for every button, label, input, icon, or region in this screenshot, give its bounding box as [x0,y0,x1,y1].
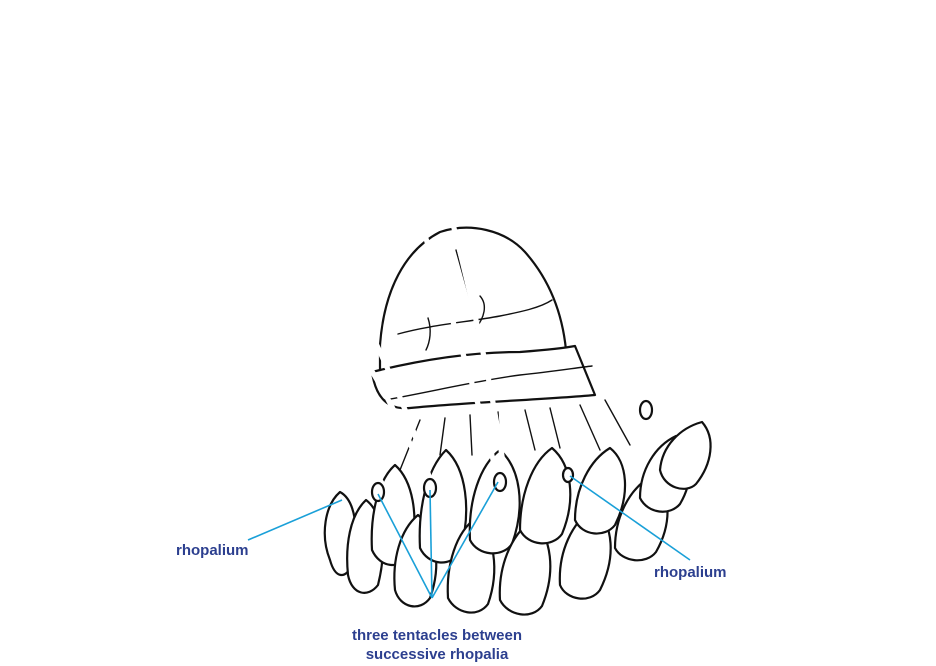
label-rhopalium-right: rhopalium [654,563,727,582]
label-three-tentacles-line1: three tentacles between [326,626,548,645]
label-three-tentacles-line2: successive rhopalia [326,645,548,664]
label-three-tentacles: three tentacles between successive rhopa… [326,626,548,664]
lappets [325,400,711,615]
label-rhopalium-left: rhopalium [176,541,249,560]
